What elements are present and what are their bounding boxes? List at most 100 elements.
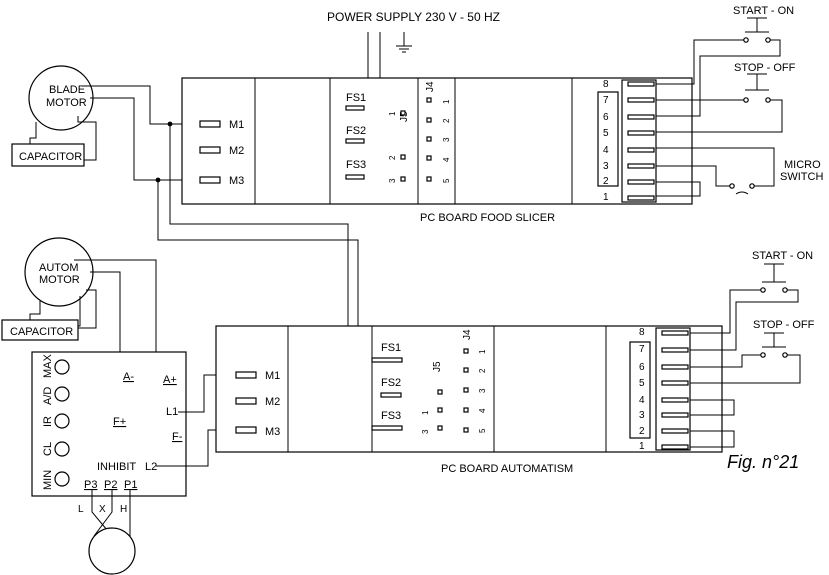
svg-text:8: 8 [603, 79, 609, 90]
blade-cap-wire-2 [77, 116, 97, 161]
svg-text:5: 5 [639, 378, 645, 389]
board-bottom-terminal-block: 8 7 6 5 4 3 2 1 [629, 327, 691, 452]
svg-text:4: 4 [603, 145, 609, 156]
svg-text:5: 5 [442, 178, 451, 183]
svg-text:1: 1 [388, 111, 397, 116]
blade-capacitor [11, 143, 85, 167]
controller-trimmers: MAX A/D IR CL MIN [42, 354, 70, 490]
svg-text:FS1: FS1 [381, 342, 401, 354]
svg-text:3: 3 [639, 410, 645, 421]
trimmer-cl: CL [42, 442, 54, 456]
svg-text:3: 3 [388, 178, 397, 183]
autom-motor-label-2: MOTOR [39, 274, 80, 286]
board-top-terminal-block: 8 7 6 5 4 3 2 1 [597, 79, 657, 203]
start-on-label-top: START - ON [733, 5, 794, 17]
stop-off-switch-top: STOP - OFF [656, 62, 796, 133]
blade-motor-label-2: MOTOR [46, 97, 87, 109]
svg-text:3: 3 [421, 429, 430, 434]
svg-text:FS2: FS2 [381, 377, 401, 389]
blade-cap-wire-1 [29, 122, 37, 144]
start-on-label-bottom: START - ON [752, 250, 813, 262]
pot-pin-p1: P1 [124, 479, 137, 491]
trimmer-ir: IR [42, 416, 54, 427]
micro-switch-label-1: MICRO [784, 159, 821, 171]
terminal-m3: M3 [229, 175, 244, 187]
trimmer-max: MAX [42, 354, 54, 379]
svg-text:7: 7 [639, 344, 645, 355]
svg-text:H: H [120, 504, 127, 515]
board-top-j4: J4 1 2 3 4 5 [425, 81, 451, 183]
svg-text:8: 8 [639, 327, 645, 338]
svg-text:2: 2 [388, 155, 397, 160]
board-bottom-j4: J4 1 2 3 4 5 [462, 329, 487, 433]
micro-switch: MICRO SWITCH [656, 147, 823, 197]
svg-text:L: L [78, 504, 84, 515]
faston-fs3: FS3 [346, 159, 366, 171]
svg-text:2: 2 [639, 426, 645, 437]
svg-text:4: 4 [639, 395, 645, 406]
figure-label: Fig. n°21 [727, 452, 799, 472]
svg-text:M1: M1 [265, 370, 280, 382]
svg-text:2: 2 [603, 176, 609, 187]
j5-label-top: J5 [399, 111, 410, 122]
start-on-switch-bottom: START - ON [690, 250, 813, 351]
autom-motor-wire-a-plus [74, 259, 157, 366]
stop-off-label-top: STOP - OFF [734, 62, 796, 74]
board-bottom-label: PC BOARD AUTOMATISM [441, 463, 573, 475]
svg-text:4: 4 [478, 408, 487, 413]
svg-text:M3: M3 [265, 426, 280, 438]
svg-text:1: 1 [639, 441, 645, 452]
autom-cap-wire-1 [29, 300, 41, 320]
board-top-motor-terminals: M1 M2 M3 [199, 119, 244, 187]
svg-text:4: 4 [442, 157, 451, 162]
blade-motor-label-1: BLADE [49, 84, 85, 96]
trimmer-ad: A/D [42, 387, 54, 405]
svg-text:2: 2 [442, 118, 451, 123]
micro-switch-label-2: SWITCH [780, 171, 823, 183]
board-top-label: PC BOARD FOOD SLICER [420, 212, 555, 224]
blade-motor-wire-m1 [82, 85, 200, 125]
faston-fs1: FS1 [346, 92, 366, 104]
trimmer-min: MIN [42, 470, 54, 490]
autom-cap-wire-2 [78, 296, 81, 327]
svg-text:2: 2 [478, 368, 487, 373]
start-on-switch-top: START - ON [656, 5, 794, 117]
speed-potentiometer: L X H [78, 490, 136, 575]
svg-text:5: 5 [478, 428, 487, 433]
faston-fs2: FS2 [346, 125, 366, 137]
svg-text:1: 1 [478, 349, 487, 354]
blade-motor-wire-m3 [90, 97, 200, 181]
autom-motor-label-1: AUTOM [39, 262, 79, 274]
j5-label-bottom: J5 [432, 361, 443, 372]
svg-text:1: 1 [421, 410, 430, 415]
terminal-m1: M1 [229, 119, 244, 131]
j4-label-top: J4 [425, 81, 436, 92]
svg-text:M2: M2 [265, 396, 280, 408]
j4-label-bottom: J4 [462, 329, 473, 340]
svg-text:6: 6 [603, 112, 609, 123]
svg-text:FS3: FS3 [381, 410, 401, 422]
autom-cap-wire-3 [78, 289, 97, 329]
controller-a-plus: A+ [163, 374, 177, 386]
controller-inhibit: INHIBIT [97, 461, 136, 473]
controller-l1: L1 [166, 406, 178, 418]
controller-f-plus: F+ [113, 416, 126, 428]
svg-text:7: 7 [603, 95, 609, 106]
controller-f-minus: F- [172, 431, 183, 443]
pot-pin-p3: P3 [84, 479, 97, 491]
svg-text:3: 3 [442, 137, 451, 142]
power-supply-label: POWER SUPPLY 230 V - 50 HZ [327, 10, 500, 24]
controller-a-minus: A- [123, 371, 134, 383]
board-bottom-j5: J5 1 3 [421, 361, 443, 434]
board-bottom-motor-terminals: M1 M2 M3 [235, 370, 280, 438]
controller-l2: L2 [145, 461, 157, 473]
board-top-j5: J5 1 2 3 [388, 110, 410, 183]
autom-capacitor [1, 319, 79, 341]
board-bottom-faston: FS1 FS2 FS3 [371, 342, 403, 431]
terminal-m2: M2 [229, 145, 244, 157]
svg-text:X: X [99, 504, 106, 515]
stop-off-switch-bottom: STOP - OFF [690, 319, 815, 448]
svg-text:3: 3 [603, 161, 609, 172]
svg-text:6: 6 [639, 362, 645, 373]
